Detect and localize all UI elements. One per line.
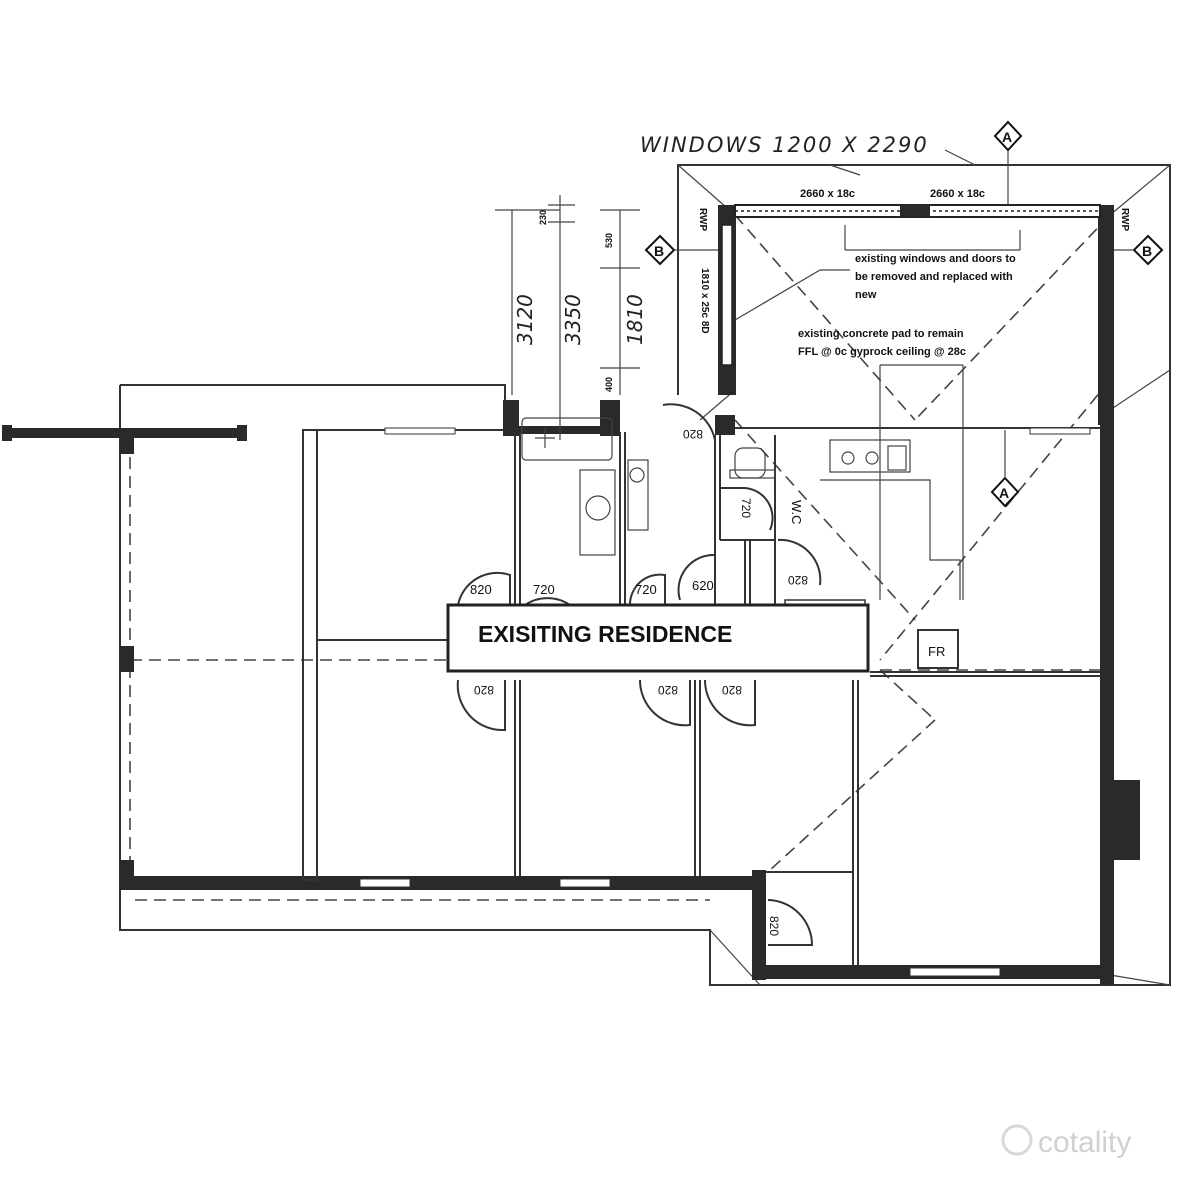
vanity <box>579 469 616 556</box>
room-label: EXISITING RESIDENCE <box>478 621 732 647</box>
bathtub <box>521 417 613 461</box>
rwp-label-right: RWP <box>1119 208 1130 231</box>
note-windows-3: new <box>855 289 877 301</box>
fr-label: FR <box>928 644 945 659</box>
rwp-label-left: RWP <box>697 208 708 231</box>
wc-label: W.C <box>789 500 804 525</box>
dim-3120: 3120 <box>513 294 537 345</box>
door-label-820-a: 820 <box>470 582 492 597</box>
dim-400: 400 <box>604 377 614 392</box>
svg-text:A: A <box>1002 129 1012 145</box>
watermark-text: cotality <box>1038 1126 1131 1159</box>
note-windows-1: existing windows and doors to <box>855 253 1016 265</box>
door-swings <box>456 403 822 946</box>
svg-text:A: A <box>999 485 1009 501</box>
dim-530: 530 <box>604 233 614 248</box>
roof-outline <box>119 164 1171 986</box>
door-label-820-kitchen: 820 <box>788 573 808 587</box>
note-windows-2: be removed and replaced with <box>855 271 1013 283</box>
section-marker-a-top: A <box>993 120 1023 152</box>
window-label-1: 2660 x 18c <box>800 188 855 200</box>
section-marker-a-mid: A <box>990 430 1020 508</box>
dim-230: 230 <box>538 210 548 225</box>
door-label-620: 620 <box>692 578 714 593</box>
note-concrete-2: FFL @ 0c gyprock ceiling @ 28c <box>798 346 966 358</box>
note-concrete-1: existing concrete pad to remain <box>798 328 964 340</box>
toilet <box>734 447 766 479</box>
door-label-720-wc: 720 <box>739 498 753 518</box>
hall-label-box <box>446 603 870 673</box>
rear-addition <box>718 204 1114 425</box>
svg-text:B: B <box>1142 243 1152 259</box>
dimension-lines <box>495 140 1021 600</box>
bath-fixtures <box>521 417 776 556</box>
watermark-logo-icon <box>1001 1124 1033 1156</box>
watermark: cotality <box>1001 1124 1131 1159</box>
door-label-720-a: 720 <box>533 582 555 597</box>
svg-text:B: B <box>654 243 664 259</box>
basin <box>585 495 611 521</box>
door-label-820-bed3: 820 <box>722 683 742 697</box>
door-label-820-laundry: 820 <box>767 916 781 936</box>
section-marker-b-right: B <box>1114 234 1164 266</box>
windows-note: WINDOWS 1200 X 2290 <box>640 133 929 157</box>
section-marker-b-left: B <box>644 234 718 266</box>
carport <box>2 425 247 890</box>
window-label-side: 1810 x 25c 8D <box>699 268 710 334</box>
fridge-box <box>917 629 959 669</box>
door-label-820-bed2: 820 <box>658 683 678 697</box>
door-label-820-bed1: 820 <box>474 683 494 697</box>
dim-3350: 3350 <box>561 294 585 345</box>
door-label-720-b: 720 <box>635 582 657 597</box>
exterior-walls <box>120 400 1140 985</box>
window-label-2: 2660 x 18c <box>930 188 985 200</box>
dim-1810: 1810 <box>623 294 647 345</box>
door-label-820-bath: 820 <box>683 427 703 441</box>
